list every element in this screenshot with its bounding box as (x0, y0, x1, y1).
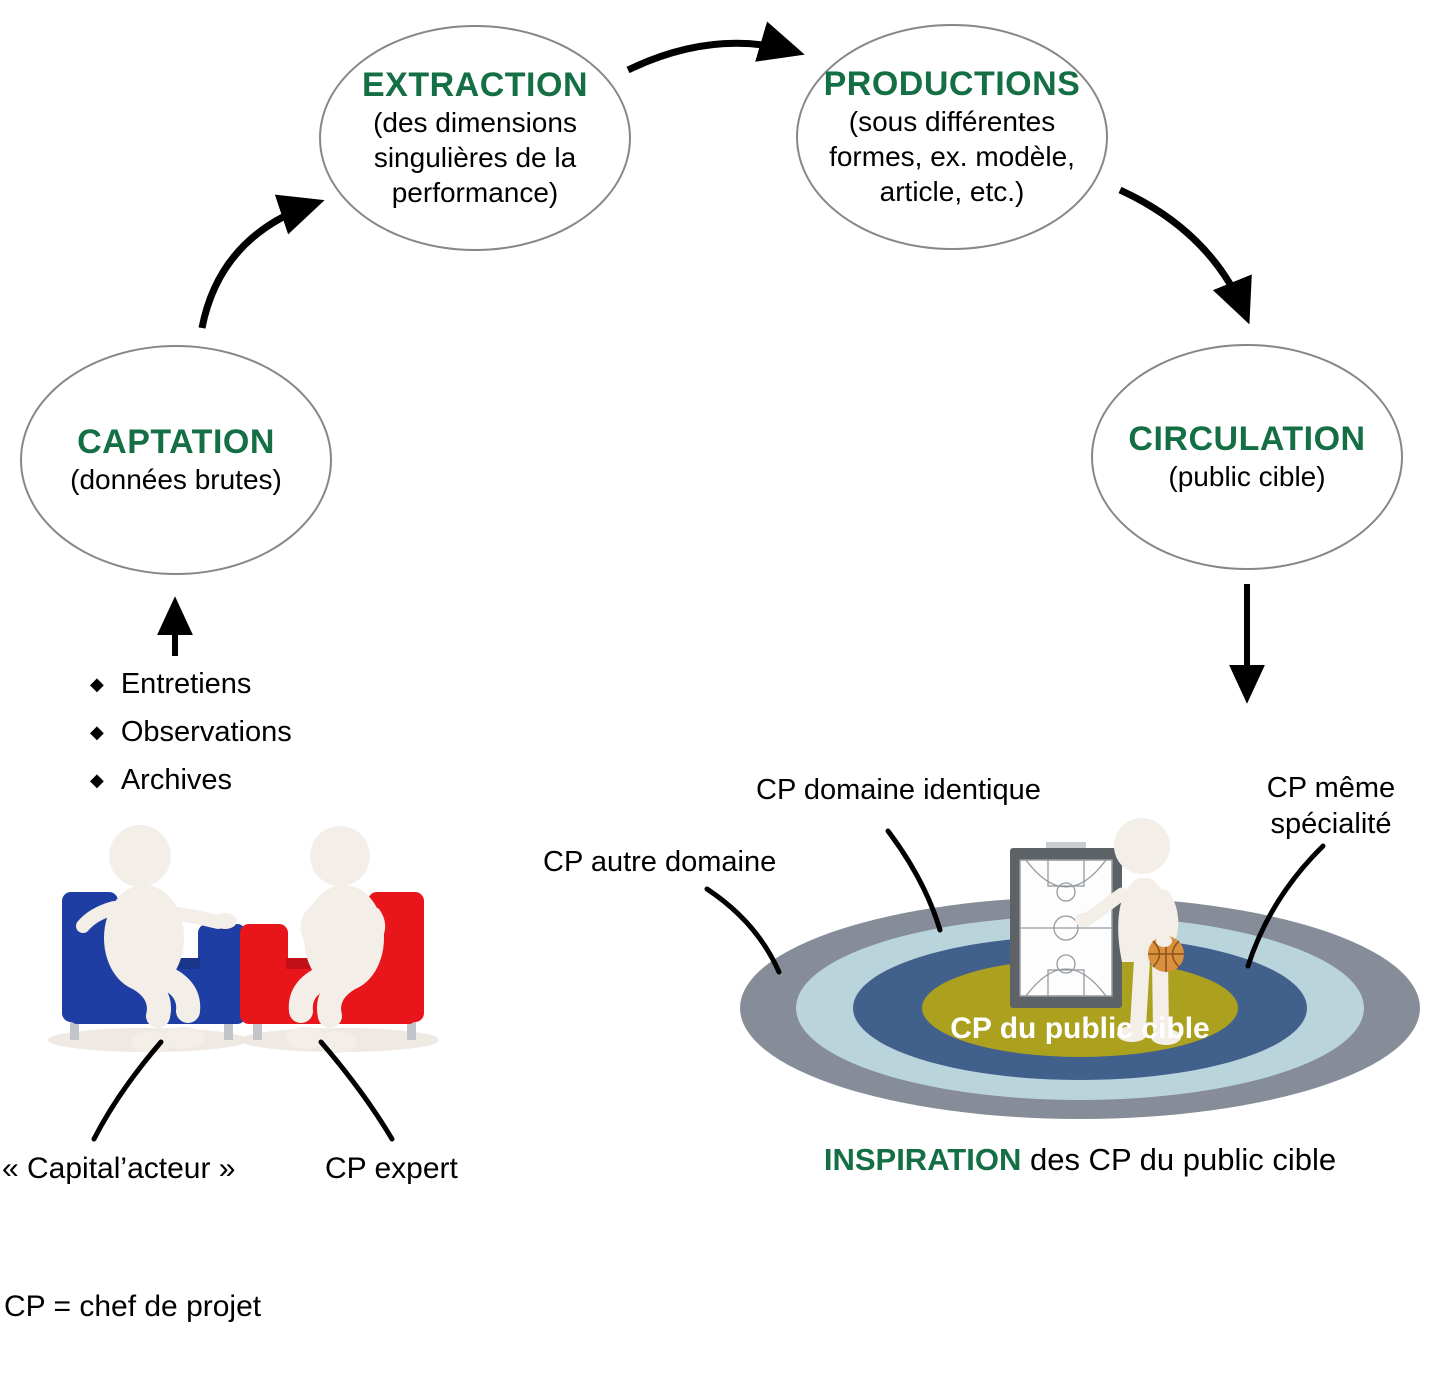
figure-foot (316, 1031, 356, 1053)
figure-hand (313, 931, 335, 947)
figure-leg (1152, 952, 1169, 1038)
figure-foot (132, 1031, 172, 1053)
node-productions-subtitle-line: formes, ex. modèle, (829, 140, 1075, 172)
data-sources-list: ◆ Entretiens ◆ Observations ◆ Archives (90, 660, 292, 804)
chair-arm (198, 924, 246, 1024)
figure-head (1114, 818, 1170, 874)
figure-hand (1075, 913, 1093, 927)
node-extraction-subtitle-line: (des dimensions (373, 106, 577, 138)
chair-arm (240, 924, 288, 1024)
node-captation-title: CAPTATION (77, 422, 275, 461)
target-illustration: CP du public cible (740, 818, 1420, 1119)
label-cp-autre-domaine: CP autre domaine (543, 846, 777, 878)
court-key (1047, 969, 1085, 997)
label-cp-expert: CP expert (325, 1152, 458, 1185)
chair-leg (253, 1020, 262, 1040)
court-three-point-arc (1025, 968, 1107, 997)
figure-arm (76, 901, 121, 933)
figure-foot (1117, 1026, 1147, 1042)
figure-foot (1151, 1029, 1181, 1045)
figure-foot (285, 1027, 325, 1049)
label-cp-domaine-identique: CP domaine identique (756, 774, 1041, 806)
arrow-productions-to-circulation-icon (1118, 186, 1252, 325)
list-item-label: Archives (120, 763, 233, 796)
arrow-extraction-to-productions-icon (626, 21, 805, 74)
expert-figure (285, 826, 386, 1053)
label-capital-acteur: « Capital’acteur » (2, 1152, 236, 1185)
figure-hand (337, 933, 359, 949)
node-extraction-title: EXTRACTION (362, 65, 588, 104)
arrow-captation-to-extraction-icon (198, 194, 325, 329)
figure-leg (1130, 952, 1150, 1034)
label-cp-meme-specialite: CP même spécialité (1266, 772, 1396, 841)
node-captation-subtitle: (données brutes) (70, 463, 282, 495)
figure-head (310, 826, 370, 886)
node-extraction-subtitle-line: singulières de la (373, 141, 577, 173)
node-productions-subtitle-line: article, etc.) (879, 176, 1025, 208)
target-caption: INSPIRATION des CP du public cible (760, 1142, 1400, 1178)
figure-hand (1156, 935, 1172, 947)
court-free-throw-circle (1056, 954, 1076, 974)
court-board-icon (1010, 842, 1122, 1008)
list-item: ◆ Observations (90, 708, 292, 756)
caption-highlight: INSPIRATION (823, 1142, 1022, 1177)
target-center-label: CP du public cible (950, 1012, 1209, 1045)
node-circulation-subtitle: (public cible) (1168, 460, 1326, 492)
node-productions-subtitle: (sous différentes formes, ex. modèle, ar… (829, 104, 1075, 210)
node-circulation-title: CIRCULATION (1128, 419, 1366, 458)
interview-illustration (48, 825, 438, 1053)
diamond-bullet-icon: ◆ (90, 674, 104, 694)
court-three-point-arc (1025, 859, 1107, 888)
node-extraction: EXTRACTION (des dimensions singulières d… (319, 25, 631, 251)
coach-figure (1075, 818, 1184, 1045)
figure-arm (359, 907, 386, 950)
node-extraction-subtitle: (des dimensions singulières de la perfor… (373, 105, 577, 211)
list-item: ◆ Entretiens (90, 660, 292, 708)
chair-leg (407, 1020, 416, 1040)
node-productions-title: PRODUCTIONS (823, 64, 1081, 103)
court-free-throw-circle (1056, 882, 1076, 902)
node-extraction-subtitle-line: performance) (391, 177, 559, 209)
node-productions: PRODUCTIONS (sous différentes formes, ex… (796, 24, 1108, 250)
list-item-label: Entretiens (120, 667, 252, 700)
court-key (1047, 859, 1085, 887)
court-center-circle (1053, 915, 1079, 941)
node-circulation: CIRCULATION (public cible) (1091, 344, 1403, 570)
chair-leg (70, 1020, 79, 1040)
diamond-bullet-icon: ◆ (90, 722, 104, 742)
footnote-cp-definition: CP = chef de projet (4, 1290, 262, 1323)
node-captation: CAPTATION (données brutes) (20, 345, 332, 575)
list-item: ◆ Archives (90, 756, 292, 804)
chair-leg (224, 1020, 233, 1040)
blue-armchair (62, 892, 246, 1040)
figure-head (109, 825, 171, 887)
figure-foot (164, 1027, 204, 1049)
figure-torso (104, 885, 184, 991)
caption-rest: des CP du public cible (1021, 1142, 1337, 1177)
node-productions-subtitle-line: (sous différentes (848, 105, 1056, 137)
board-clip (1046, 842, 1086, 852)
list-item-label: Observations (120, 715, 292, 748)
figure-hand (213, 913, 237, 929)
basketball-lines (1148, 936, 1184, 972)
diamond-bullet-icon: ◆ (90, 770, 104, 790)
